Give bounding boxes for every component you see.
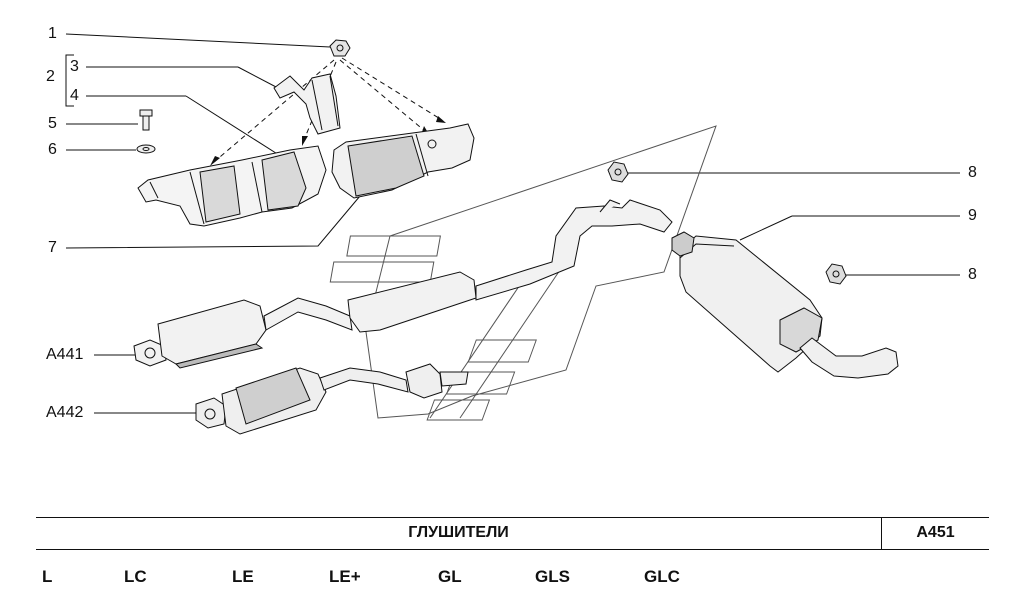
bracket-part-3	[273, 73, 341, 135]
assembly-dashed-lines	[213, 57, 443, 163]
bolt-part-5	[139, 109, 153, 131]
callout-8-bottom: 8	[968, 266, 977, 283]
exhaust-system-diagram	[65, 33, 960, 435]
catalytic-converter-top	[331, 123, 475, 199]
callout-6: 6	[48, 141, 57, 158]
rear-muffler-part-9	[671, 231, 899, 379]
variant-le: LE	[232, 567, 254, 586]
washer-part-6	[136, 144, 156, 154]
variant-gl: GL	[438, 567, 462, 586]
leader-lines	[65, 33, 960, 414]
footer-divider	[881, 517, 882, 550]
variant-le-plus: LE+	[329, 567, 361, 586]
callout-a441: A441	[46, 346, 84, 363]
callout-1: 1	[48, 25, 57, 42]
variant-lc: LC	[124, 567, 147, 586]
callout-a442: A442	[46, 404, 84, 421]
callout-8-top: 8	[968, 164, 977, 181]
variant-glc: GLC	[644, 567, 680, 586]
rubber-mount-part-8-top	[607, 161, 629, 183]
section-title: ГЛУШИТЕЛИ	[408, 524, 509, 541]
page-code: A451	[916, 524, 955, 541]
callout-7: 7	[48, 239, 57, 256]
variant-gls: GLS	[535, 567, 570, 586]
footer-rule-bottom	[36, 549, 989, 550]
heat-shield-front-part-4	[137, 145, 327, 227]
exhaust-pipe-a442	[195, 363, 469, 435]
footer-rule-top	[36, 517, 989, 518]
exhaust-pipe-a441	[133, 199, 673, 369]
rubber-mount-part-8-bottom	[825, 263, 847, 285]
model-variants: L LC LE LE+ GL GLS GLC	[0, 566, 1031, 590]
callout-3: 3	[70, 58, 79, 75]
callout-9: 9	[968, 207, 977, 224]
callout-2: 2	[46, 68, 55, 85]
variant-l: L	[42, 567, 53, 586]
nut-part-1	[329, 39, 351, 57]
callout-5: 5	[48, 115, 57, 132]
callout-4: 4	[70, 87, 79, 104]
